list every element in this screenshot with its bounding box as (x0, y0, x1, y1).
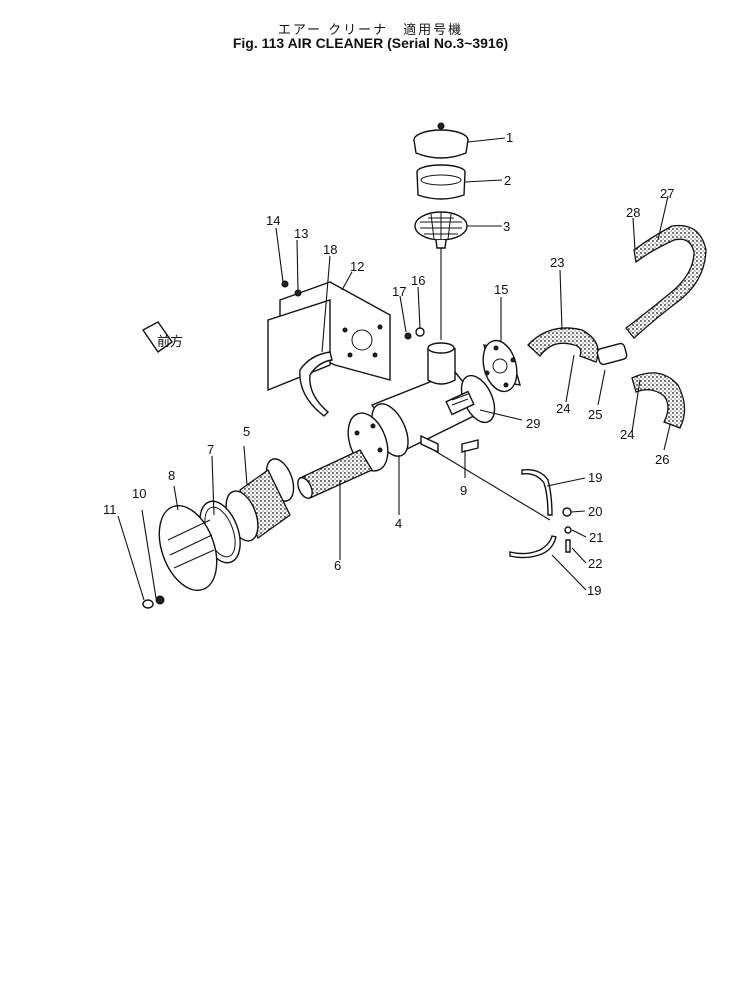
callout-24-left: 24 (556, 401, 570, 416)
callout-29: 29 (526, 416, 540, 431)
callout-22: 22 (588, 556, 602, 571)
callout-14: 14 (266, 213, 280, 228)
callout-23: 23 (550, 255, 564, 270)
callout-25: 25 (588, 407, 602, 422)
part-21-washer (564, 526, 572, 534)
callout-19-lower: 19 (587, 583, 601, 598)
part-4-cleaner-body (370, 342, 496, 457)
callout-10: 10 (132, 486, 146, 501)
callout-19-upper: 19 (588, 470, 602, 485)
part-15-flange (482, 339, 521, 393)
part-27-pipe (625, 224, 707, 339)
part-8-cover (158, 505, 218, 591)
callout-1: 1 (506, 130, 513, 145)
part-1-cap (413, 122, 469, 159)
callout-labels: 1 2 3 4 5 6 7 8 9 10 11 12 13 14 15 16 1… (103, 130, 674, 598)
callout-4: 4 (395, 516, 402, 531)
part-14-nut (281, 280, 289, 288)
part-3-fin-element (414, 211, 468, 249)
part-16-nut (415, 327, 425, 337)
part-11-washer (142, 599, 154, 609)
callout-26: 26 (655, 452, 669, 467)
part-19-clamp-upper (521, 469, 553, 516)
callout-27: 27 (660, 186, 674, 201)
callout-12: 12 (350, 259, 364, 274)
callout-7: 7 (207, 442, 214, 457)
callout-20: 20 (588, 504, 602, 519)
part-2-ring (416, 164, 466, 200)
part-5-filter-element (225, 458, 295, 542)
callout-15: 15 (494, 282, 508, 297)
callout-16: 16 (411, 273, 425, 288)
callout-5: 5 (243, 424, 250, 439)
part-26-hose (631, 372, 686, 429)
part-12-bracket (267, 281, 391, 392)
part-18-band (299, 351, 333, 417)
leader-lines (117, 137, 671, 601)
callout-6: 6 (334, 558, 341, 573)
callout-9: 9 (460, 483, 467, 498)
title-japanese: エアー クリーナ 適用号機 (277, 23, 464, 38)
part-19-clamp-lower (509, 535, 557, 559)
callout-13: 13 (294, 226, 308, 241)
callout-28: 28 (626, 205, 640, 220)
callout-11: 11 (103, 502, 117, 517)
callout-18: 18 (323, 242, 337, 257)
figure-title: Fig. 113 AIR CLEANER (Serial No.3~3916) (232, 35, 509, 51)
direction-marker-label: 前方 (157, 334, 183, 349)
part-25-pipe (596, 342, 628, 366)
part-13-bolt (294, 289, 302, 297)
callout-3: 3 (503, 219, 510, 234)
part-10-nut (155, 595, 165, 605)
direction-marker (141, 321, 173, 353)
callout-2: 2 (504, 173, 511, 188)
callout-17: 17 (392, 284, 406, 299)
part-22-bolt (565, 539, 571, 553)
part-20-spacer (562, 507, 572, 517)
callout-21: 21 (589, 530, 603, 545)
part-23-hose (527, 327, 599, 363)
part-9-bolt (461, 439, 479, 453)
part-17-washer (404, 332, 412, 340)
callout-24-right: 24 (620, 427, 634, 442)
part-6-inner-tube (297, 449, 373, 499)
callout-8: 8 (168, 468, 175, 483)
